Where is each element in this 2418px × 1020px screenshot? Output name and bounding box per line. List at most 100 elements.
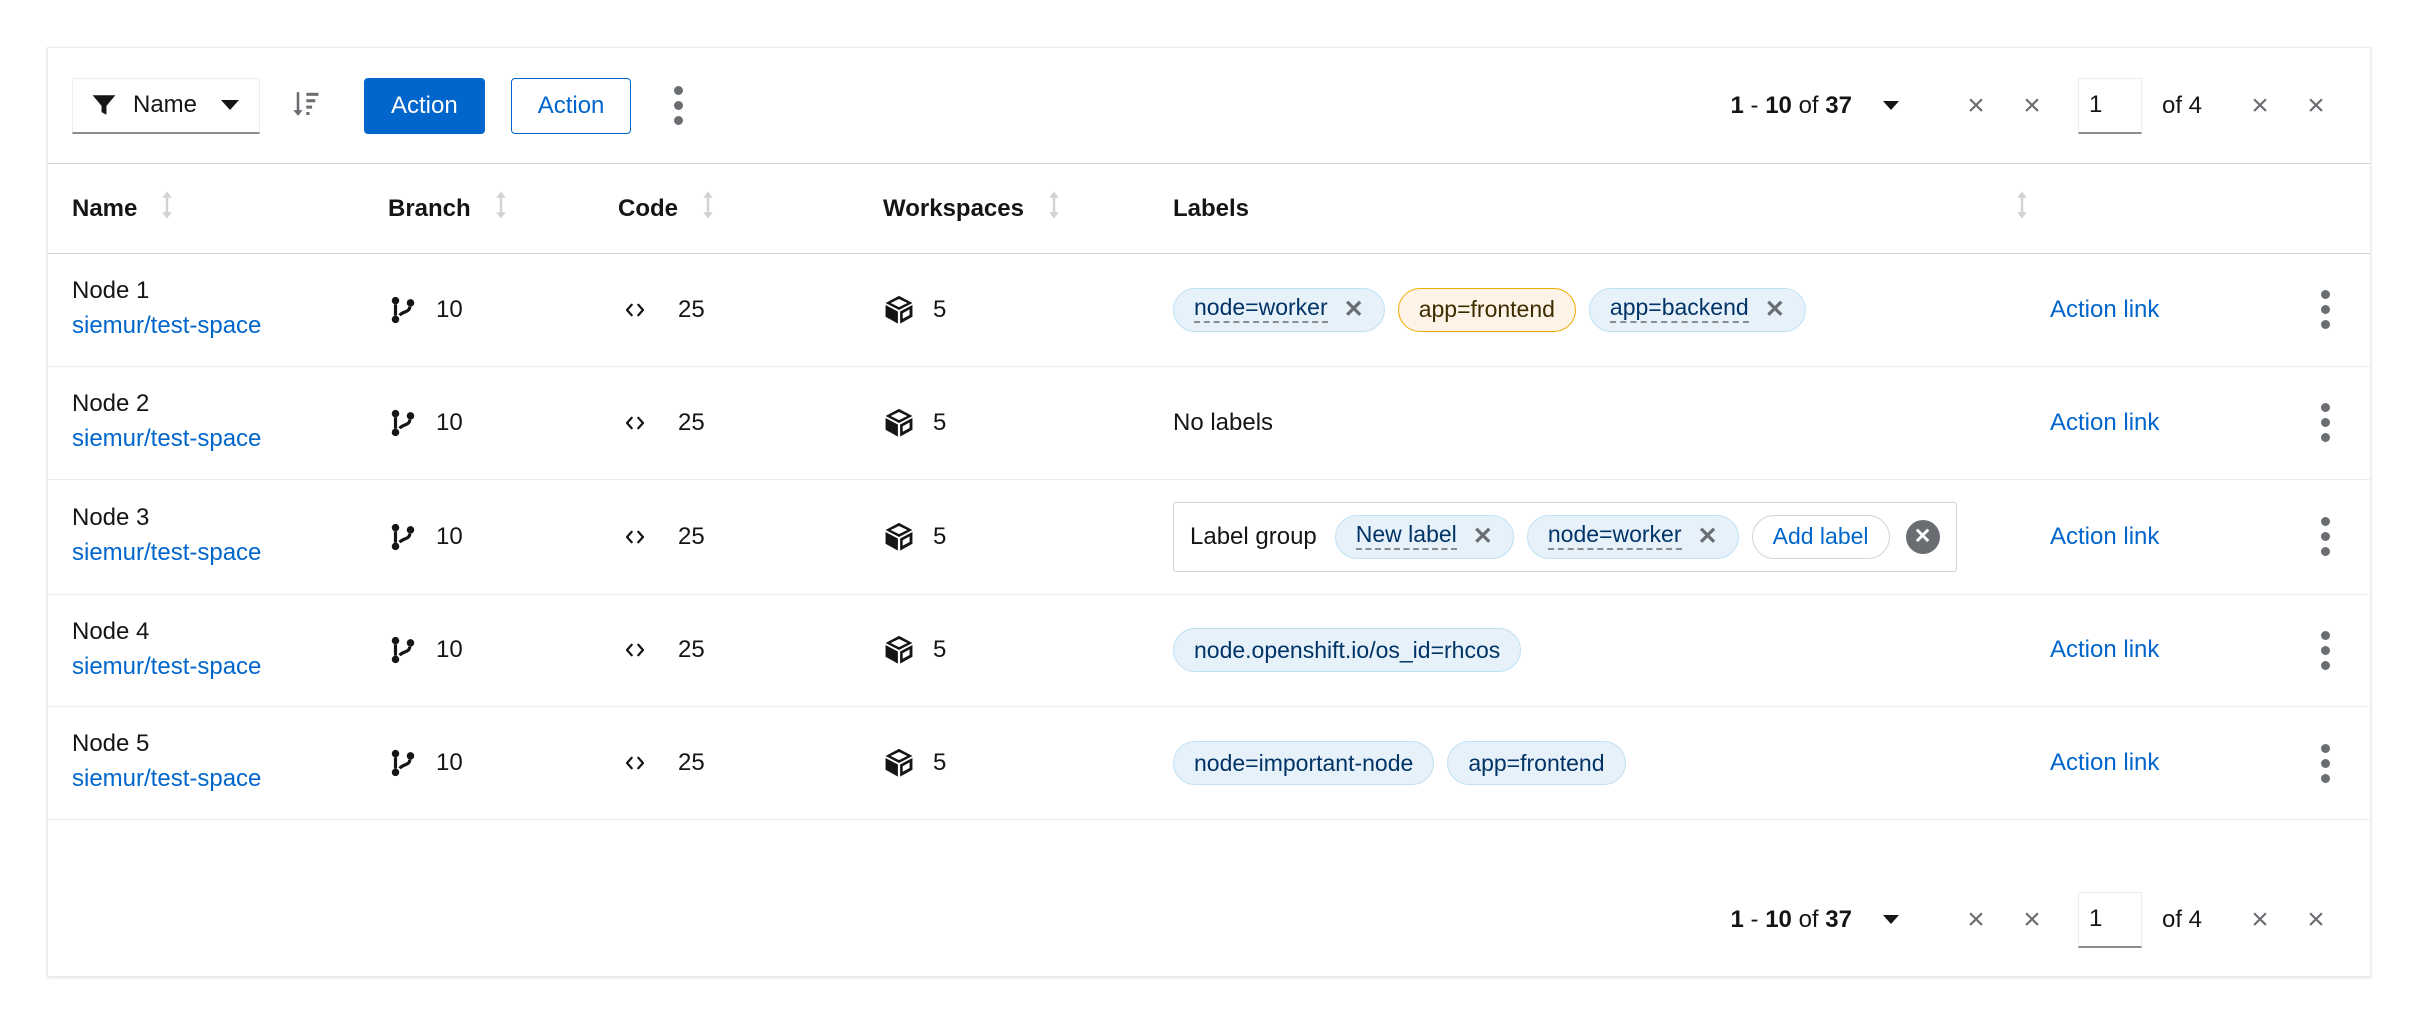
row-overflow-menu-button[interactable] [2280,741,2370,786]
label-chip[interactable]: node=worker ✕ [1173,287,1385,332]
cell-labels: node=worker ✕ app=frontend app=backend ✕ [1173,253,2050,367]
branch-count: 10 [436,295,463,323]
table-toolbar: Name Action Action [48,48,2370,164]
cube-icon [883,521,915,553]
label-chip[interactable]: New label✕ [1334,514,1514,559]
kebab-vertical-icon [2320,514,2330,559]
row-overflow-menu-button[interactable] [2280,400,2370,445]
label-chip[interactable]: app=frontend [1447,741,1626,786]
pagination-total-bottom: 37 [1825,905,1852,933]
code-branch-icon [388,295,418,325]
sort-arrows-icon [493,190,509,227]
node-name: Node 3 [72,503,150,531]
filter-attribute-select[interactable]: Name [72,77,260,134]
cell-code: 25 [618,706,883,821]
pagination-options-toggle-top[interactable] [1874,86,1908,126]
add-label-button[interactable]: Add label [1751,514,1890,559]
pagination-page-input-top[interactable] [2077,77,2142,134]
sort-amount-down-button[interactable] [278,78,334,134]
pagination-page-input-bottom[interactable] [2077,891,2142,948]
workspaces-count: 5 [933,522,947,550]
node-name: Node 4 [72,617,150,645]
column-header-name[interactable]: Name [48,164,388,254]
label-chip[interactable]: node=important-node [1173,741,1435,786]
cell-workspaces: 5 [883,594,1173,708]
cell-overflow [2280,366,2370,480]
pagination-top: 1 - 10 of 37 × × of 4 × × [1731,77,2344,134]
pagination-prev-button-top[interactable]: × [2004,78,2060,134]
label-chip[interactable]: app=backend ✕ [1588,287,1806,332]
label-group-close-button[interactable]: ✕ [1905,519,1940,554]
primary-action-button[interactable]: Action [364,77,485,134]
node-name: Node 1 [72,277,150,304]
pagination-of-word-bottom: of [1791,905,1826,933]
workspaces-count: 5 [933,749,947,777]
row-overflow-menu-button[interactable] [2280,628,2370,673]
action-link[interactable]: Action link [2050,522,2160,550]
pagination-prev-button-bottom[interactable]: × [2004,892,2060,948]
cell-branch: 10 [388,366,618,480]
code-icon [618,299,652,321]
action-link[interactable]: Action link [2050,636,2160,664]
pagination-options-toggle-bottom[interactable] [1874,900,1908,940]
cell-overflow [2280,479,2370,595]
cell-labels: node.openshift.io/os_id=rhcos [1173,594,2050,708]
row-overflow-menu-button[interactable] [2280,287,2370,332]
pagination-bottom: 1 - 10 of 37 × × of 4 × × [48,863,2370,976]
cell-labels: node=important-node app=frontend [1173,706,2050,821]
repo-link[interactable]: siemur/test-space [72,424,262,452]
cell-code: 25 [618,479,883,595]
table-head: Name Branch Co [48,164,2370,254]
kebab-vertical-icon [2320,400,2330,445]
column-header-workspaces[interactable]: Workspaces [883,164,1173,254]
cell-name: Node 4 siemur/test-space [48,594,388,708]
label-chip-close-button[interactable]: ✕ [1472,522,1493,550]
node-name: Node 5 [72,730,150,758]
code-icon [618,412,652,434]
label-chip[interactable]: app=frontend [1397,287,1576,332]
repo-link[interactable]: siemur/test-space [72,538,262,566]
cell-action: Action link [2050,706,2280,821]
action-link[interactable]: Action link [2050,408,2160,436]
action-link[interactable]: Action link [2050,749,2160,777]
label-chip-text: node=worker [1194,296,1328,324]
label-chip-text: node.openshift.io/os_id=rhcos [1194,636,1501,663]
cube-icon [883,634,915,666]
label-chip-close-button[interactable]: ✕ [1343,295,1364,323]
table-row: Node 3 siemur/test-space 10 25 5 Label g… [48,479,2370,595]
table-row: Node 5 siemur/test-space 10 25 5 node=im… [48,706,2370,821]
pagination-last-button-top[interactable]: × [2288,78,2344,134]
label-chip-text: app=backend [1609,296,1749,324]
nodes-table: Name Branch Co [48,164,2370,821]
pagination-first-button-top[interactable]: × [1948,78,2004,134]
pagination-first-button-bottom[interactable]: × [1948,892,2004,948]
branch-count: 10 [436,749,463,777]
label-chip[interactable]: node=worker✕ [1526,514,1739,559]
pagination-next-button-bottom[interactable]: × [2232,892,2288,948]
cell-workspaces: 5 [883,253,1173,367]
label-chip-close-button[interactable]: ✕ [1764,295,1785,323]
repo-link[interactable]: siemur/test-space [72,312,262,339]
action-link[interactable]: Action link [2050,295,2160,323]
column-header-labels[interactable]: Labels [1173,164,2050,254]
cell-labels: No labels [1173,366,2050,480]
repo-link[interactable]: siemur/test-space [72,652,262,680]
toolbar-overflow-menu-button[interactable] [653,78,703,134]
code-icon [618,639,652,661]
kebab-vertical-icon [2320,741,2330,786]
label-chip[interactable]: node.openshift.io/os_id=rhcos [1173,628,1522,673]
label-chip-close-button[interactable]: ✕ [1697,522,1718,550]
code-branch-icon [388,748,418,778]
cell-branch: 10 [388,253,618,367]
column-header-code[interactable]: Code [618,164,883,254]
column-header-branch[interactable]: Branch [388,164,618,254]
secondary-action-button[interactable]: Action [510,77,632,134]
cell-workspaces: 5 [883,366,1173,480]
column-header-branch-label: Branch [388,194,471,222]
pagination-next-button-top[interactable]: × [2232,78,2288,134]
label-chip-text: node=important-node [1194,749,1414,776]
pagination-last-button-bottom[interactable]: × [2288,892,2344,948]
row-overflow-menu-button[interactable] [2280,514,2370,559]
repo-link[interactable]: siemur/test-space [72,765,262,793]
no-labels-text: No labels [1173,408,1274,436]
